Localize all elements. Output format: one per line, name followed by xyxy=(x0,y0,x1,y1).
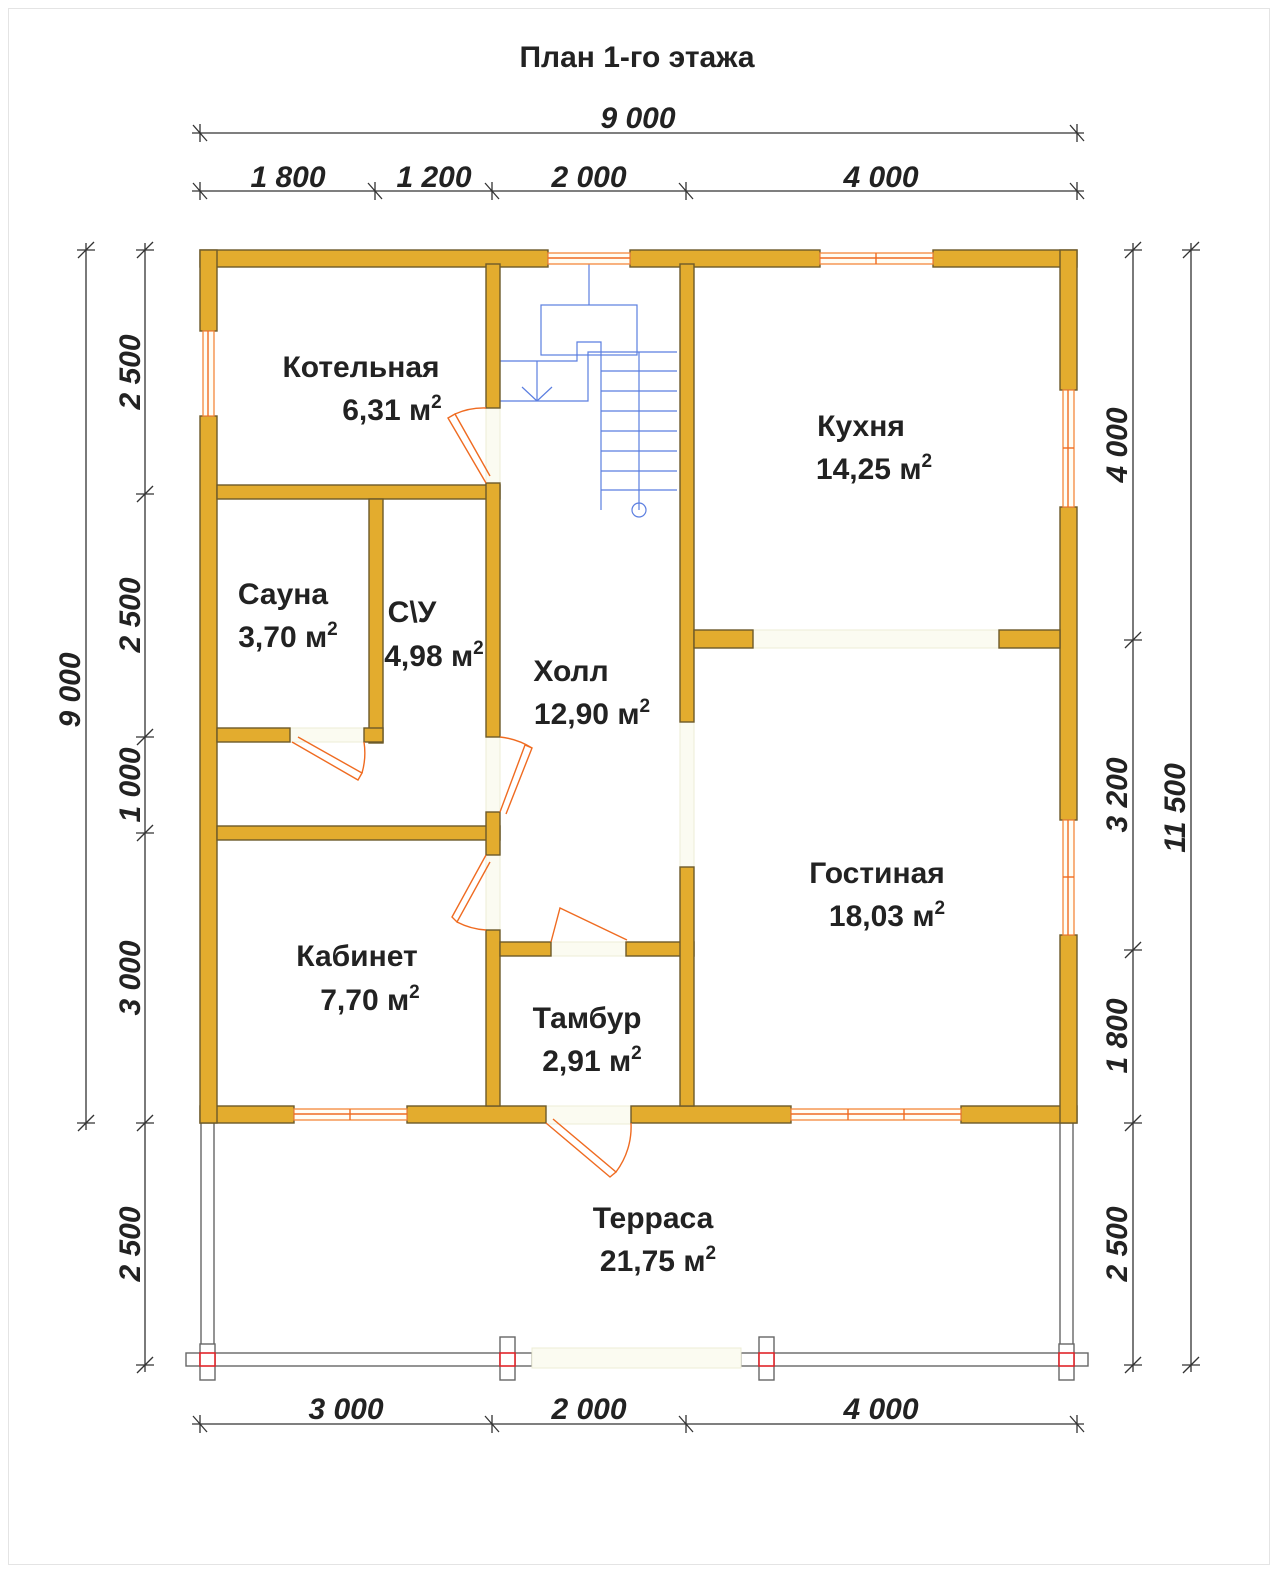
room-vestibule-area: 2,91 м2 xyxy=(542,1043,642,1078)
doors xyxy=(291,407,632,1178)
dim-right-1: 4 000 xyxy=(1101,407,1134,483)
dim-bottom-3: 4 000 xyxy=(842,1393,918,1426)
dim-left-1: 2 500 xyxy=(114,334,147,410)
dimension-right-total: 11 500 xyxy=(1159,241,1200,1374)
room-bathroom-area: 4,98 м2 xyxy=(384,638,484,673)
terrace xyxy=(185,1121,1089,1381)
staircase xyxy=(499,264,677,518)
room-hall-name: Холл xyxy=(533,655,608,688)
door-boiler-room xyxy=(447,413,491,484)
dim-bottom-1: 3 000 xyxy=(308,1393,383,1426)
room-boiler-area: 6,31 м2 xyxy=(342,392,442,427)
dimension-left-segments: 2 500 2 500 1 000 3 000 2 500 xyxy=(114,241,154,1374)
room-bathroom-name: С\У xyxy=(388,596,437,629)
dimension-right-segments: 4 000 3 200 1 800 2 500 xyxy=(1101,241,1142,1374)
walls xyxy=(199,249,1078,1124)
door-vestibule xyxy=(550,907,628,943)
dim-right-3: 1 800 xyxy=(1101,998,1134,1073)
room-cabinet-name: Кабинет xyxy=(296,940,417,973)
dim-bottom-2: 2 000 xyxy=(550,1393,626,1426)
room-terrace-name: Терраса xyxy=(593,1202,714,1235)
dim-top-1: 1 800 xyxy=(250,161,325,194)
door-bathroom xyxy=(499,744,533,815)
dim-left-total-label: 9 000 xyxy=(54,652,87,727)
room-terrace-area: 21,75 м2 xyxy=(600,1243,716,1278)
plan-title: План 1-го этажа xyxy=(519,41,754,74)
room-kitchen-area: 14,25 м2 xyxy=(816,451,932,486)
dim-top-total-label: 9 000 xyxy=(600,102,675,135)
room-kitchen-name: Кухня xyxy=(817,410,905,443)
dimension-bottom-segments: 3 000 2 000 4 000 xyxy=(192,1393,1085,1433)
door-terrace xyxy=(545,1118,618,1178)
dim-left-2: 2 500 xyxy=(114,577,147,653)
room-cabinet-area: 7,70 м2 xyxy=(320,982,420,1017)
dim-right-total-label: 11 500 xyxy=(1159,763,1192,853)
dimension-top-total: 9 000 xyxy=(192,102,1085,142)
drawing-frame xyxy=(8,8,1270,1565)
room-sauna-name: Сауна xyxy=(238,578,329,611)
dim-top-4: 4 000 xyxy=(842,161,918,194)
room-vestibule-name: Тамбур xyxy=(533,1002,642,1035)
dim-right-4: 2 500 xyxy=(1101,1206,1134,1282)
dim-left-4: 3 000 xyxy=(114,940,147,1015)
windows xyxy=(202,252,1075,1121)
dim-top-2: 1 200 xyxy=(396,161,471,194)
room-labels: Котельная 6,31 м2 Кухня 14,25 м2 Сауна 3… xyxy=(238,351,945,1278)
door-cabinet xyxy=(451,854,491,924)
dimension-left-total: 9 000 xyxy=(54,241,95,1132)
room-sauna-area: 3,70 м2 xyxy=(238,619,338,654)
dim-left-5: 2 500 xyxy=(114,1206,147,1282)
dim-left-3: 1 000 xyxy=(114,747,147,822)
dimension-top-segments: 1 800 1 200 2 000 4 000 xyxy=(192,161,1085,200)
dim-right-2: 3 200 xyxy=(1101,757,1134,832)
door-sauna xyxy=(291,736,363,781)
room-living-name: Гостиная xyxy=(809,857,945,890)
dim-top-3: 2 000 xyxy=(550,161,626,194)
room-living-area: 18,03 м2 xyxy=(829,898,945,933)
room-boiler-name: Котельная xyxy=(282,351,439,384)
room-hall-area: 12,90 м2 xyxy=(534,696,650,731)
